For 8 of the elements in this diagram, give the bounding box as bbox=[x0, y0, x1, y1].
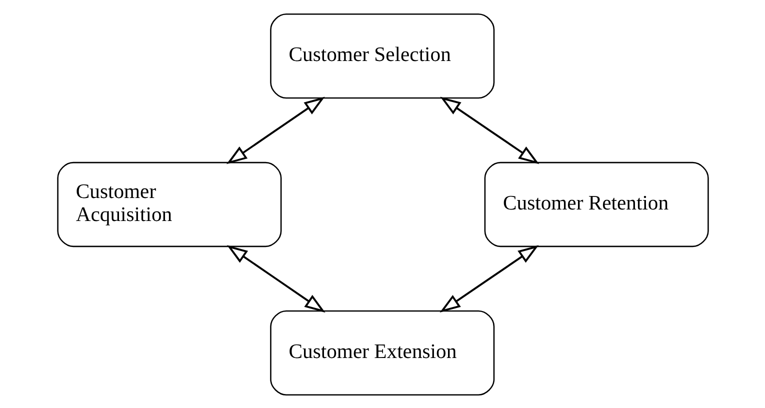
arrow bbox=[226, 96, 324, 164]
node-box: Customer Selection bbox=[270, 13, 494, 98]
arrow bbox=[439, 244, 538, 312]
arrow bbox=[440, 96, 539, 164]
node-box: Customer Extension bbox=[270, 310, 494, 395]
node-box: Customer Acquisition bbox=[56, 161, 282, 247]
arrow bbox=[226, 244, 325, 312]
node-box: Customer Retention bbox=[484, 161, 708, 247]
